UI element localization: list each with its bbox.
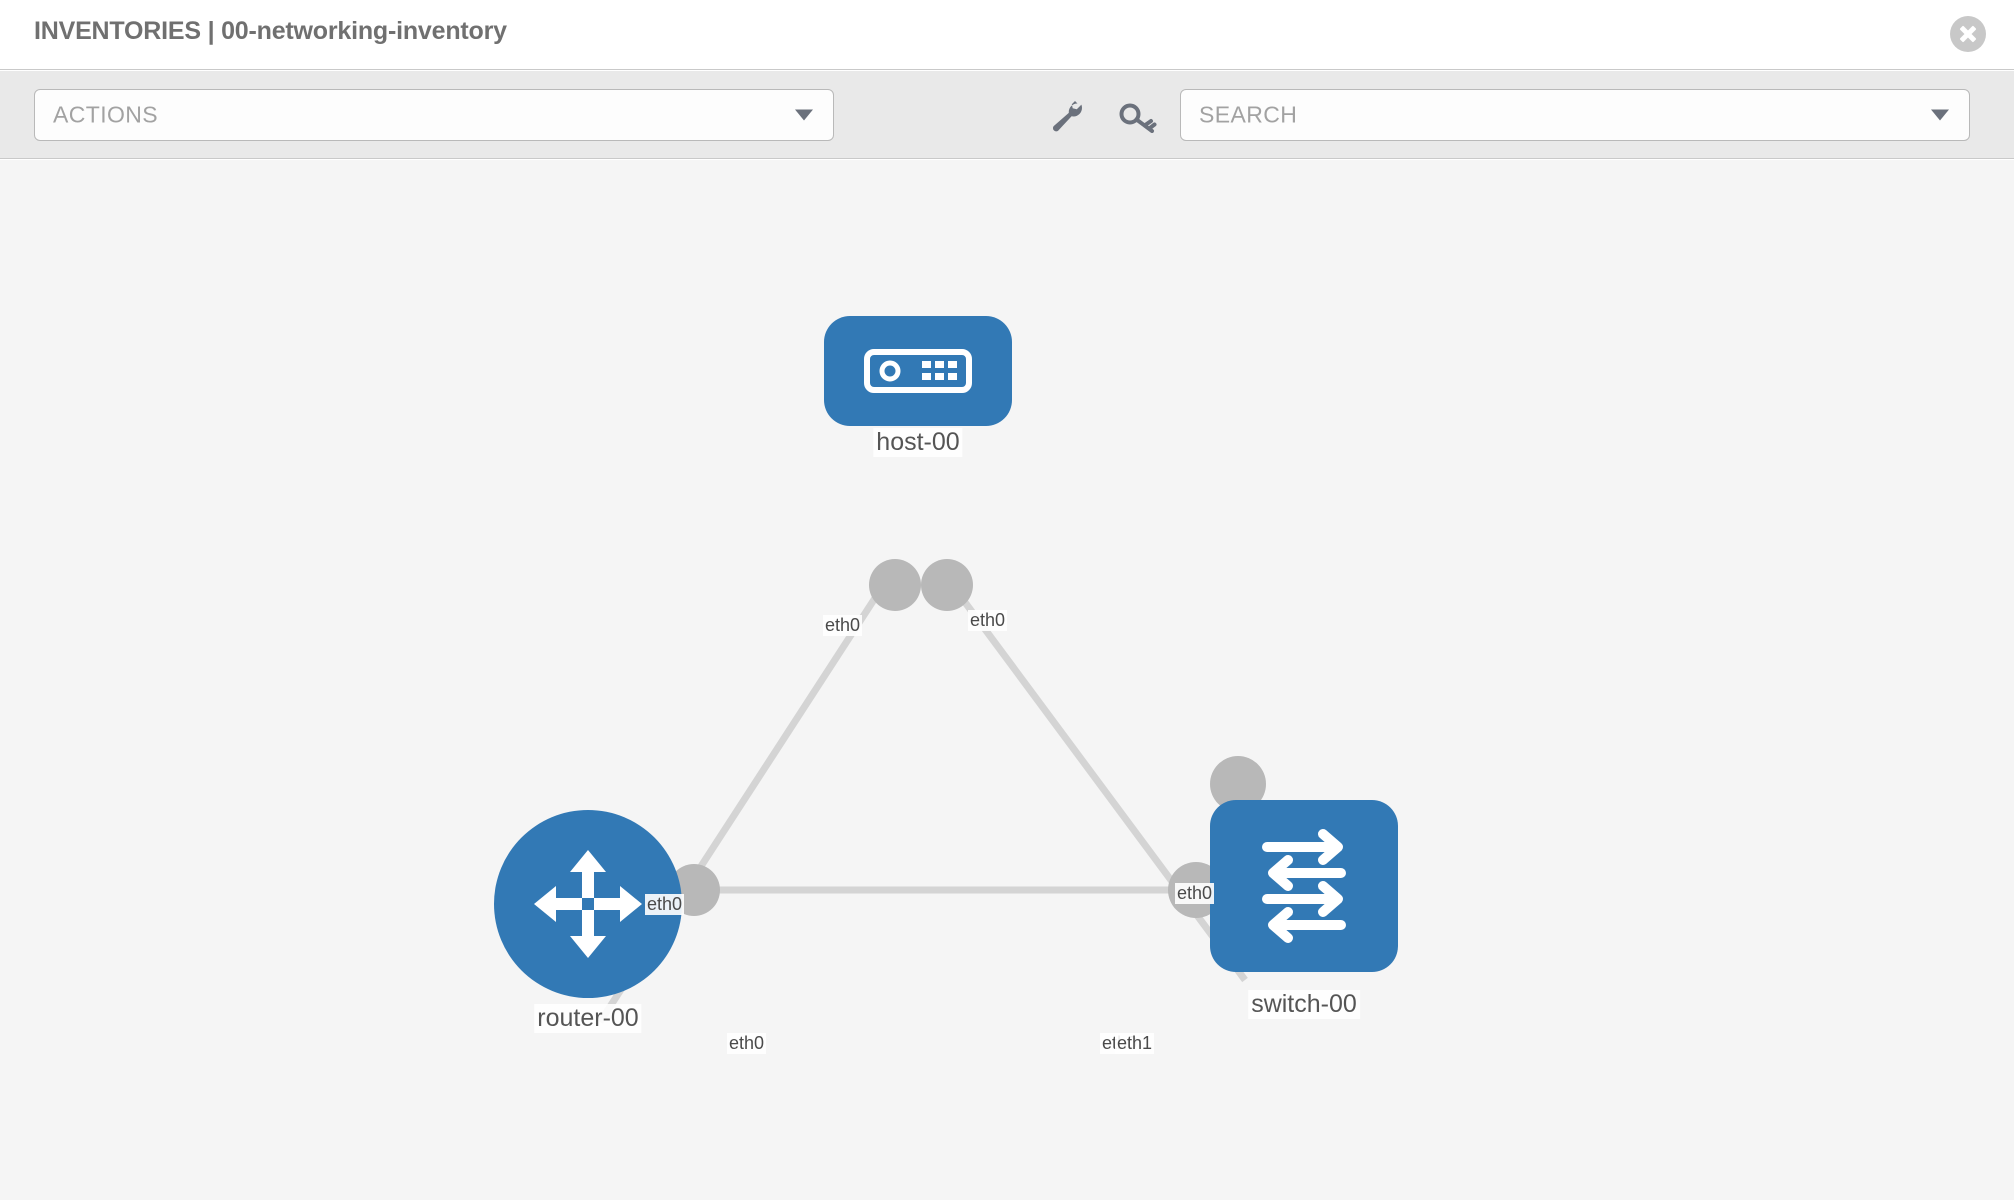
node-host-00[interactable]: host-00 (824, 316, 1012, 457)
link-host-switch (944, 575, 1248, 983)
topology-canvas[interactable]: host-00 router-00 (0, 160, 2014, 1200)
chevron-down-icon (795, 109, 813, 121)
server-icon (864, 349, 972, 393)
interface-connector-host-left (869, 559, 921, 611)
node-label-switch-00: switch-00 (1248, 990, 1360, 1019)
actions-dropdown-label: ACTIONS (53, 101, 159, 128)
interface-label-switch-left: eth1 (1115, 1033, 1155, 1054)
node-label-router-00: router-00 (534, 1004, 642, 1033)
interface-label-router-right: eth0 (727, 1033, 767, 1054)
interface-label-host-right: eth0 (968, 610, 1008, 631)
interface-label-host-left: eth0 (823, 615, 863, 636)
host-00-shape[interactable] (824, 316, 1012, 426)
search-dropdown[interactable]: SEARCH (1180, 89, 1970, 141)
switch-00-shape[interactable] (1210, 800, 1398, 972)
interface-connector-switch-up (1210, 756, 1266, 812)
switch-arrows-icon (1262, 829, 1346, 943)
search-input[interactable]: SEARCH (1199, 101, 1298, 128)
toolbar: ACTIONS SEARCH (0, 71, 2014, 159)
close-icon[interactable] (1950, 16, 1986, 52)
actions-dropdown[interactable]: ACTIONS (34, 89, 834, 141)
node-switch-00[interactable]: switch-00 (1210, 800, 1398, 1019)
page-title: INVENTORIES | 00-networking-inventory (34, 17, 507, 45)
interface-connector-host-right (921, 559, 973, 611)
chevron-down-icon (1931, 109, 1949, 121)
node-label-host-00: host-00 (873, 428, 963, 457)
key-icon[interactable] (1117, 101, 1159, 133)
interface-label-router-up: eth0 (645, 894, 685, 915)
page-header: INVENTORIES | 00-networking-inventory (0, 0, 2014, 70)
interface-label-switch-up: eth0 (1175, 883, 1215, 904)
wrench-icon[interactable] (1047, 101, 1089, 133)
router-arrows-icon (534, 850, 642, 958)
